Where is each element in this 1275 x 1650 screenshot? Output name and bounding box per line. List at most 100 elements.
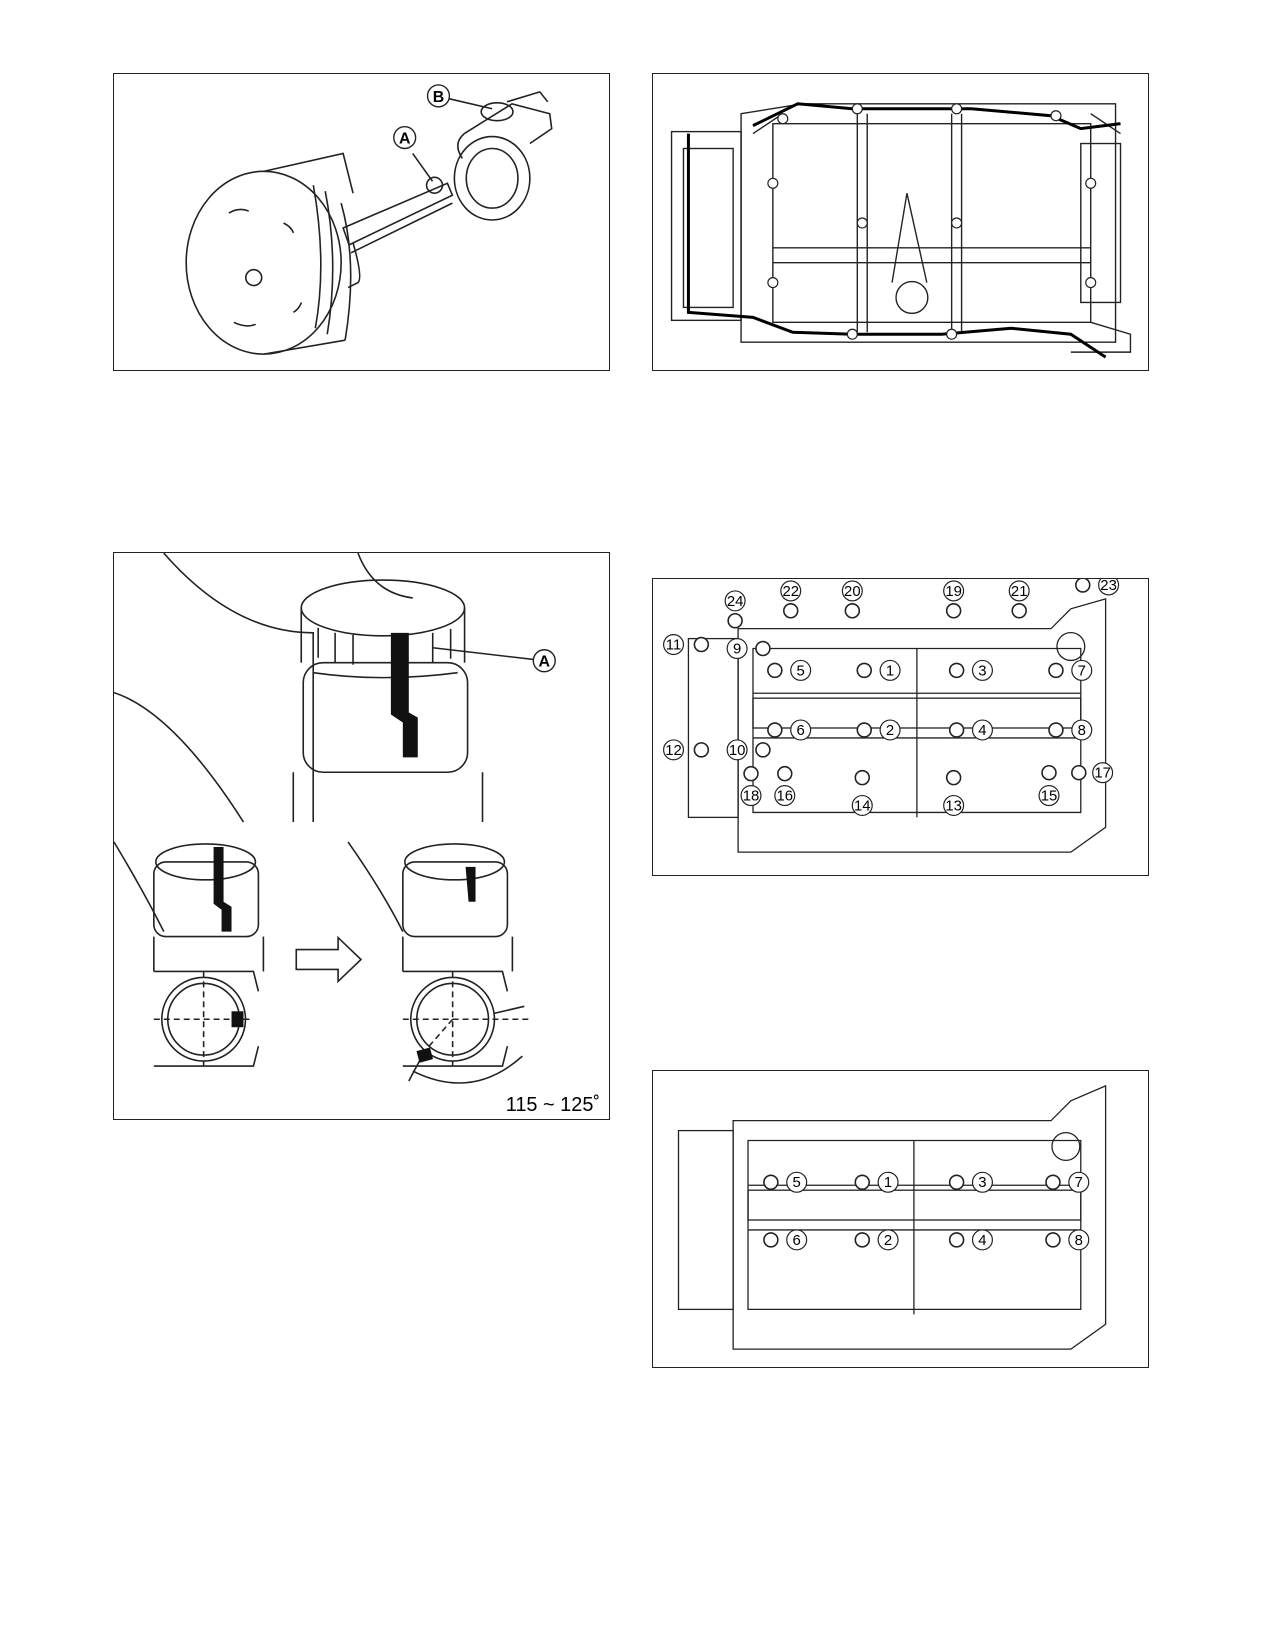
bolt-head — [948, 722, 965, 738]
bolt-head — [693, 636, 710, 653]
bolt-head — [854, 1174, 871, 1190]
bolt-number-11: 11 — [666, 638, 681, 654]
bolt-head — [693, 742, 710, 758]
bolt-head — [945, 603, 962, 619]
bolt-head — [782, 603, 799, 619]
crankcase-sealant-illustration — [670, 102, 1132, 359]
bolt-number-16: 16 — [777, 789, 794, 805]
bolt-number-22: 22 — [782, 584, 799, 600]
piston-rod-illustration: A B — [185, 84, 553, 355]
bolt-number-ring — [971, 659, 993, 681]
bolt-head — [1048, 722, 1064, 738]
bolt-number-ring — [790, 719, 812, 741]
callout-a: A — [399, 131, 411, 148]
bolt-head — [948, 1174, 965, 1190]
bolt-number-8: 8 — [1078, 723, 1086, 739]
cap-nut-illustration: A 115 ~ 125˚ — [114, 553, 600, 1116]
bolt-number-ring — [740, 785, 762, 807]
bolt-number-9: 9 — [733, 641, 741, 657]
bolt-number-13: 13 — [945, 798, 962, 814]
bolt-number-19: 19 — [945, 584, 962, 600]
figure-piston-connecting-rod: A B — [113, 73, 610, 371]
bolt-head — [1045, 1174, 1061, 1190]
bolt-head — [1041, 764, 1057, 781]
bolt-number-ring — [971, 719, 993, 741]
bolt-number-ring — [877, 1171, 899, 1193]
bolt-number-ring — [790, 659, 812, 681]
bolt-number-ring — [1071, 659, 1093, 681]
bolt-number-ring — [1092, 762, 1114, 784]
bolt-head — [854, 769, 871, 786]
bolt-number-12: 12 — [665, 743, 682, 759]
bolt-number-ring — [786, 1171, 808, 1193]
bolt-head — [777, 765, 793, 782]
bolt-number-ring — [1098, 579, 1120, 596]
bolt-number-4: 4 — [978, 723, 986, 739]
bolt-head — [948, 662, 965, 679]
bolt-head — [948, 1232, 965, 1248]
bolt-number-ring — [724, 590, 746, 612]
bolt-number-ring — [879, 659, 901, 681]
bolt-number-1: 1 — [886, 663, 894, 679]
bolt-number-ring — [943, 580, 965, 602]
bolt-number-15: 15 — [1041, 789, 1058, 805]
bolt-number-6: 6 — [793, 1233, 801, 1249]
bolt-number-21: 21 — [1011, 584, 1028, 600]
bolt-number-18: 18 — [743, 789, 760, 805]
bolt-head — [763, 1174, 779, 1190]
bolt-number-7: 7 — [1075, 1175, 1083, 1191]
bolt-number-ring — [971, 1229, 993, 1251]
bolt-head — [1075, 579, 1091, 593]
bolt-head — [856, 722, 872, 738]
bolt-number-14: 14 — [854, 798, 871, 814]
bolt-number-2: 2 — [884, 1233, 892, 1249]
bolt-number-ring — [726, 638, 748, 660]
bolt-head — [767, 722, 783, 738]
bolt-number-3: 3 — [978, 1175, 986, 1191]
bolt-number-20: 20 — [844, 584, 861, 600]
bolt-number-ring — [877, 1229, 899, 1251]
bolt-number-5: 5 — [793, 1175, 801, 1191]
bolt-head — [1011, 603, 1027, 619]
callout-a: A — [539, 654, 551, 671]
bolt-number-ring — [841, 580, 863, 602]
bolt-number-ring — [943, 794, 965, 816]
bolt-number-3: 3 — [978, 663, 986, 679]
bolt-number-ring — [780, 580, 802, 602]
bolt-number-ring — [726, 739, 748, 761]
bolt-number-ring — [1068, 1171, 1090, 1193]
bolt-head — [755, 742, 771, 758]
bolt-number-ring — [774, 785, 796, 807]
bolt-number-8: 8 — [1075, 1233, 1083, 1249]
bolt-number-7: 7 — [1078, 663, 1086, 679]
figure-cap-nut-angle-tightening: A 115 ~ 125˚ — [113, 552, 610, 1120]
bolt-number-ring — [1071, 719, 1093, 741]
callout-b: B — [433, 89, 444, 106]
figure-crankcase-sealant — [652, 73, 1149, 371]
bolt-head — [854, 1232, 871, 1248]
bolt-number-ring — [1068, 1229, 1090, 1251]
bolt-number-ring — [879, 719, 901, 741]
bolt-head — [945, 769, 962, 786]
bolt-head — [743, 765, 759, 782]
bolt-number-ring — [1038, 785, 1060, 807]
bolt-number-5: 5 — [797, 663, 805, 679]
bolt-number-ring — [851, 794, 873, 816]
bolt-head — [767, 662, 783, 679]
bolt-number-23: 23 — [1100, 579, 1117, 594]
bolt-number-6: 6 — [797, 723, 805, 739]
bolt-number-ring — [663, 634, 685, 656]
bolt-number-24: 24 — [727, 594, 744, 610]
bolt-number-4: 4 — [978, 1233, 986, 1249]
bolt-head — [763, 1232, 779, 1248]
angle-label: 115 ~ 125˚ — [506, 1094, 600, 1116]
bolt-number-2: 2 — [886, 723, 894, 739]
bolt-head — [856, 662, 872, 679]
bolt-head — [1071, 764, 1087, 781]
